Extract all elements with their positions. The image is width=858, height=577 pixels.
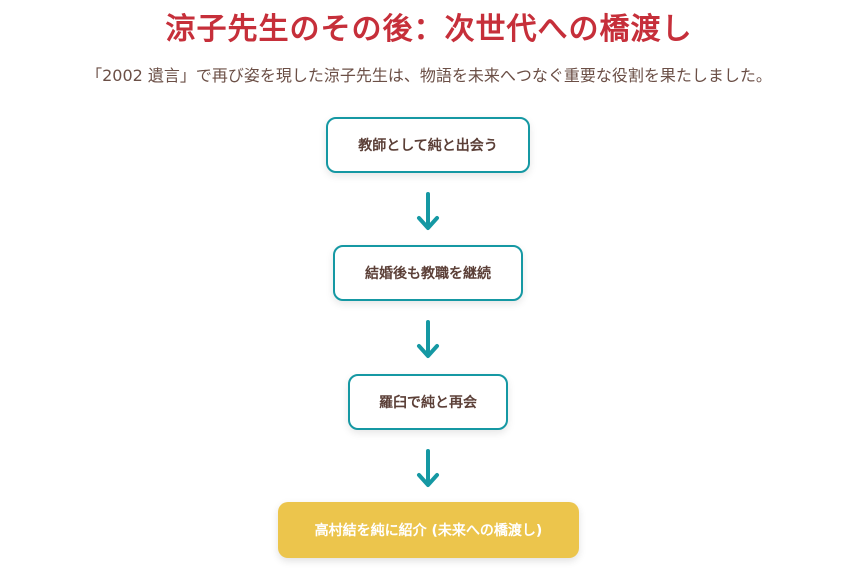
page-title: 涼子先生のその後：次世代への橋渡し [165, 12, 693, 47]
down-arrow-icon [416, 449, 440, 489]
flow-step-3: 羅臼で純と再会 [348, 374, 508, 430]
page-subtitle: 「2002 遺言」で再び姿を現した涼子先生は、物語を未来へつなぐ重要な役割を果た… [86, 66, 772, 85]
flow-step-4-highlight: 高村結を純に紹介 (未来への橋渡し) [278, 502, 579, 558]
down-arrow-icon [416, 320, 440, 360]
flow-step-2: 結婚後も教職を継続 [333, 245, 523, 301]
flow-step-1: 教師として純と出会う [326, 117, 530, 173]
down-arrow-icon [416, 192, 440, 232]
